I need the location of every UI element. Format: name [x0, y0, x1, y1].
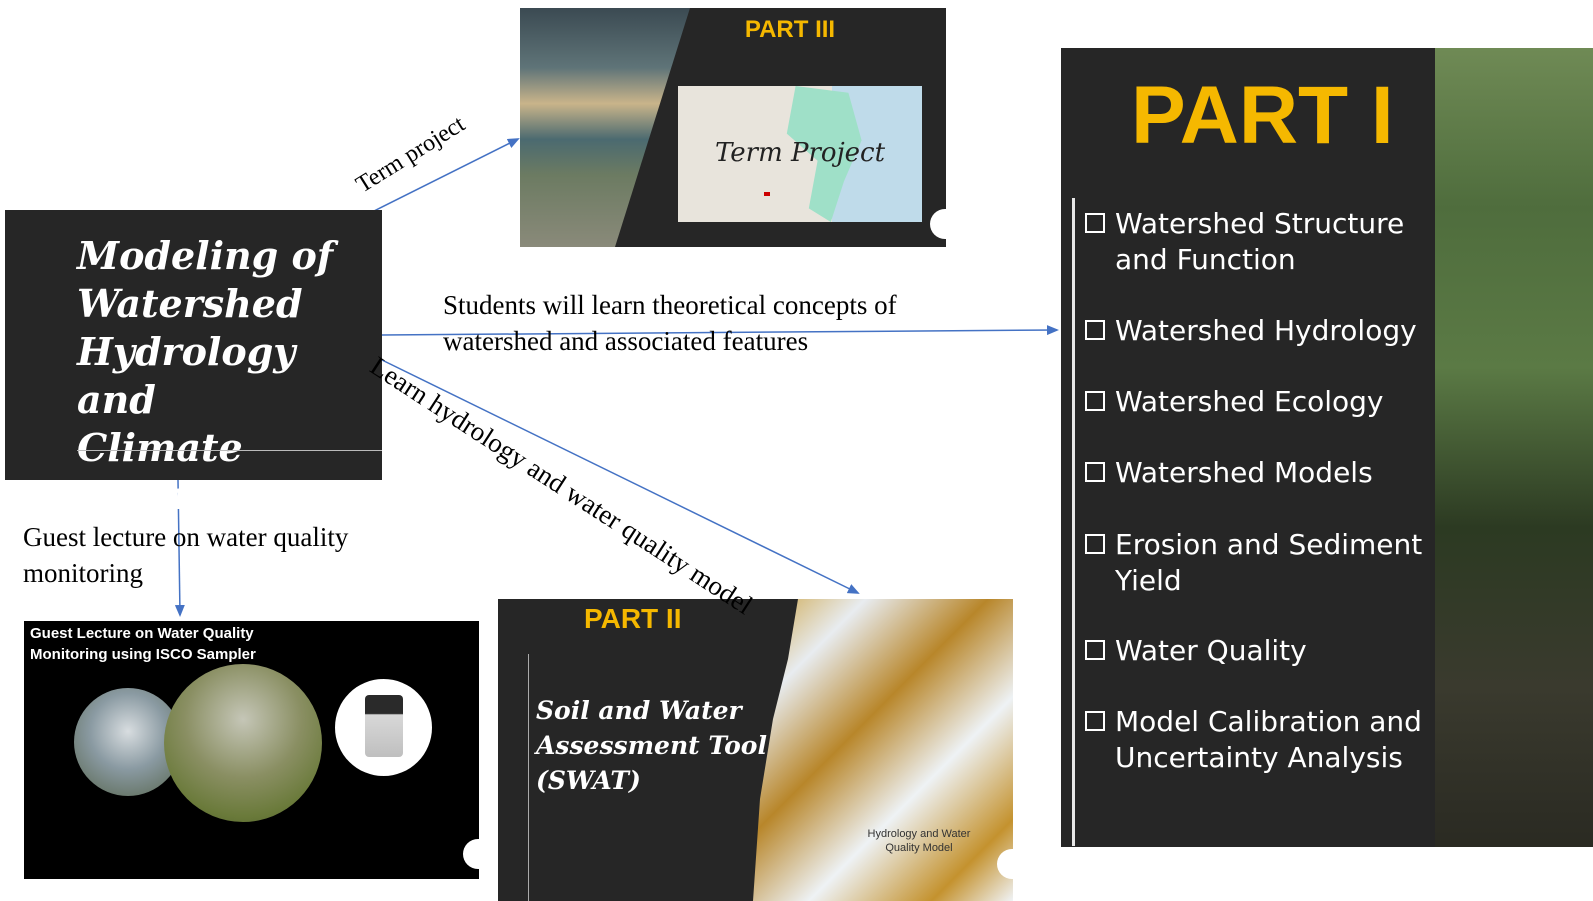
slide-corner-circle: [930, 209, 946, 239]
topic-label: Watershed Structure and Function: [1115, 207, 1405, 276]
students-arrow-label: Students will learn theoretical concepts…: [443, 290, 897, 356]
term-project-map: Term Project: [678, 86, 922, 222]
topic-label: Watershed Ecology: [1115, 385, 1384, 418]
checkbox-icon: [1085, 534, 1105, 554]
arrow-part1: [381, 325, 1059, 336]
checkbox-icon: [1085, 320, 1105, 340]
guest-lecture-slide: Guest Lecture on Water Quality Monitorin…: [24, 621, 479, 879]
slide-dark-panel: [498, 599, 798, 901]
topic-item: Watershed Structure and Function: [1083, 206, 1428, 278]
checkbox-icon: [1085, 640, 1105, 660]
forest-swamp-photo: [1435, 48, 1593, 847]
isco-sampler-photo: [335, 679, 432, 776]
part1-label: PART I: [1131, 70, 1394, 161]
topic-item: Watershed Hydrology: [1083, 313, 1428, 349]
swat-title: Soil and Water Assessment Tool (SWAT): [536, 696, 767, 795]
slide-corner-circle: [463, 839, 479, 869]
arrow-part2: [381, 359, 860, 594]
part3-label: PART III: [744, 16, 836, 43]
topic-item: Model Calibration and Uncertainty Analys…: [1083, 704, 1428, 776]
title-divider: [77, 450, 382, 451]
topic-item: Watershed Models: [1083, 455, 1428, 491]
term-project-text: Term Project: [714, 138, 886, 168]
main-course-title-box: Modeling of Watershed Hydrology and Clim…: [5, 210, 382, 518]
marsh-creek-photo: [164, 664, 322, 822]
arrow-term-project: [371, 138, 520, 213]
part1-slide: PART I Watershed Structure and Function …: [1061, 48, 1593, 847]
part2-slide: PART II Soil and Water Assessment Tool (…: [498, 599, 1013, 901]
swat-subtitle: Hydrology and Water Quality Model: [867, 828, 971, 854]
checkbox-icon: [1085, 213, 1105, 233]
guest-lecture-arrow-label: Guest lecture on water quality monitorin…: [23, 522, 349, 588]
topic-label: Watershed Hydrology: [1115, 314, 1417, 347]
part2-vertical-rule: [528, 654, 529, 901]
topic-item: Erosion and Sediment Yield: [1083, 527, 1428, 599]
part1-vertical-rule: [1072, 198, 1075, 846]
topic-label: Watershed Models: [1115, 456, 1373, 489]
topic-item: Watershed Ecology: [1083, 384, 1428, 420]
topic-label: Model Calibration and Uncertainty Analys…: [1115, 705, 1422, 774]
checkbox-icon: [1085, 711, 1105, 731]
checkbox-icon: [1085, 462, 1105, 482]
course-title: Modeling of Watershed Hydrology and Clim…: [77, 233, 334, 518]
part2-label: PART II: [584, 603, 682, 634]
slide-corner-circle: [997, 849, 1013, 879]
part3-slide: PART III Term Project: [520, 8, 946, 247]
topic-item: Water Quality: [1083, 633, 1428, 669]
checkbox-icon: [1085, 391, 1105, 411]
map-site-marker: [764, 192, 770, 196]
topic-label: Water Quality: [1115, 634, 1307, 667]
guest-lecture-title: Guest Lecture on Water Quality Monitorin…: [30, 625, 256, 663]
part1-dark-panel: [1061, 48, 1435, 847]
arrow-guest: [174, 479, 185, 617]
topic-label: Erosion and Sediment Yield: [1115, 528, 1423, 597]
